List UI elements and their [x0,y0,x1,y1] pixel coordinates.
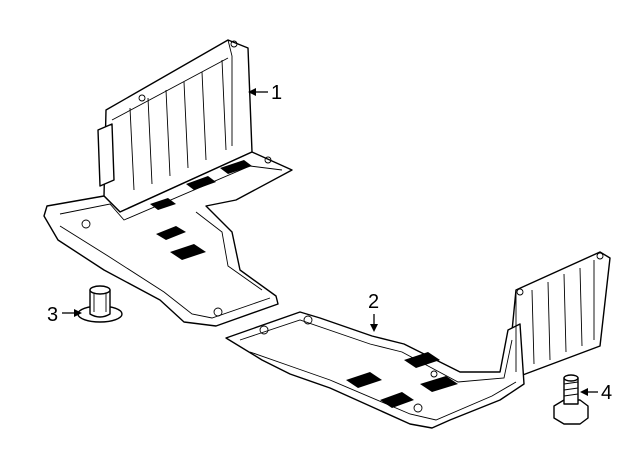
callout-2-label: 2 [368,291,379,313]
front-under-cover [43,39,293,327]
callout-2: 2 [368,291,379,332]
callout-4: 4 [580,382,612,404]
callout-4-label: 4 [601,382,612,404]
callout-1-label: 1 [271,82,282,104]
callout-1: 1 [248,82,282,104]
callout-3: 3 [47,304,82,326]
callout-3-label: 3 [47,304,58,326]
bolt [553,374,589,425]
callout-1-arrowhead [248,88,256,96]
callout-2-arrowhead [370,324,378,332]
callout-4-arrowhead [580,388,588,396]
push-clip [77,285,123,323]
callout-3-arrowhead [74,309,82,317]
rear-under-cover [225,251,611,429]
